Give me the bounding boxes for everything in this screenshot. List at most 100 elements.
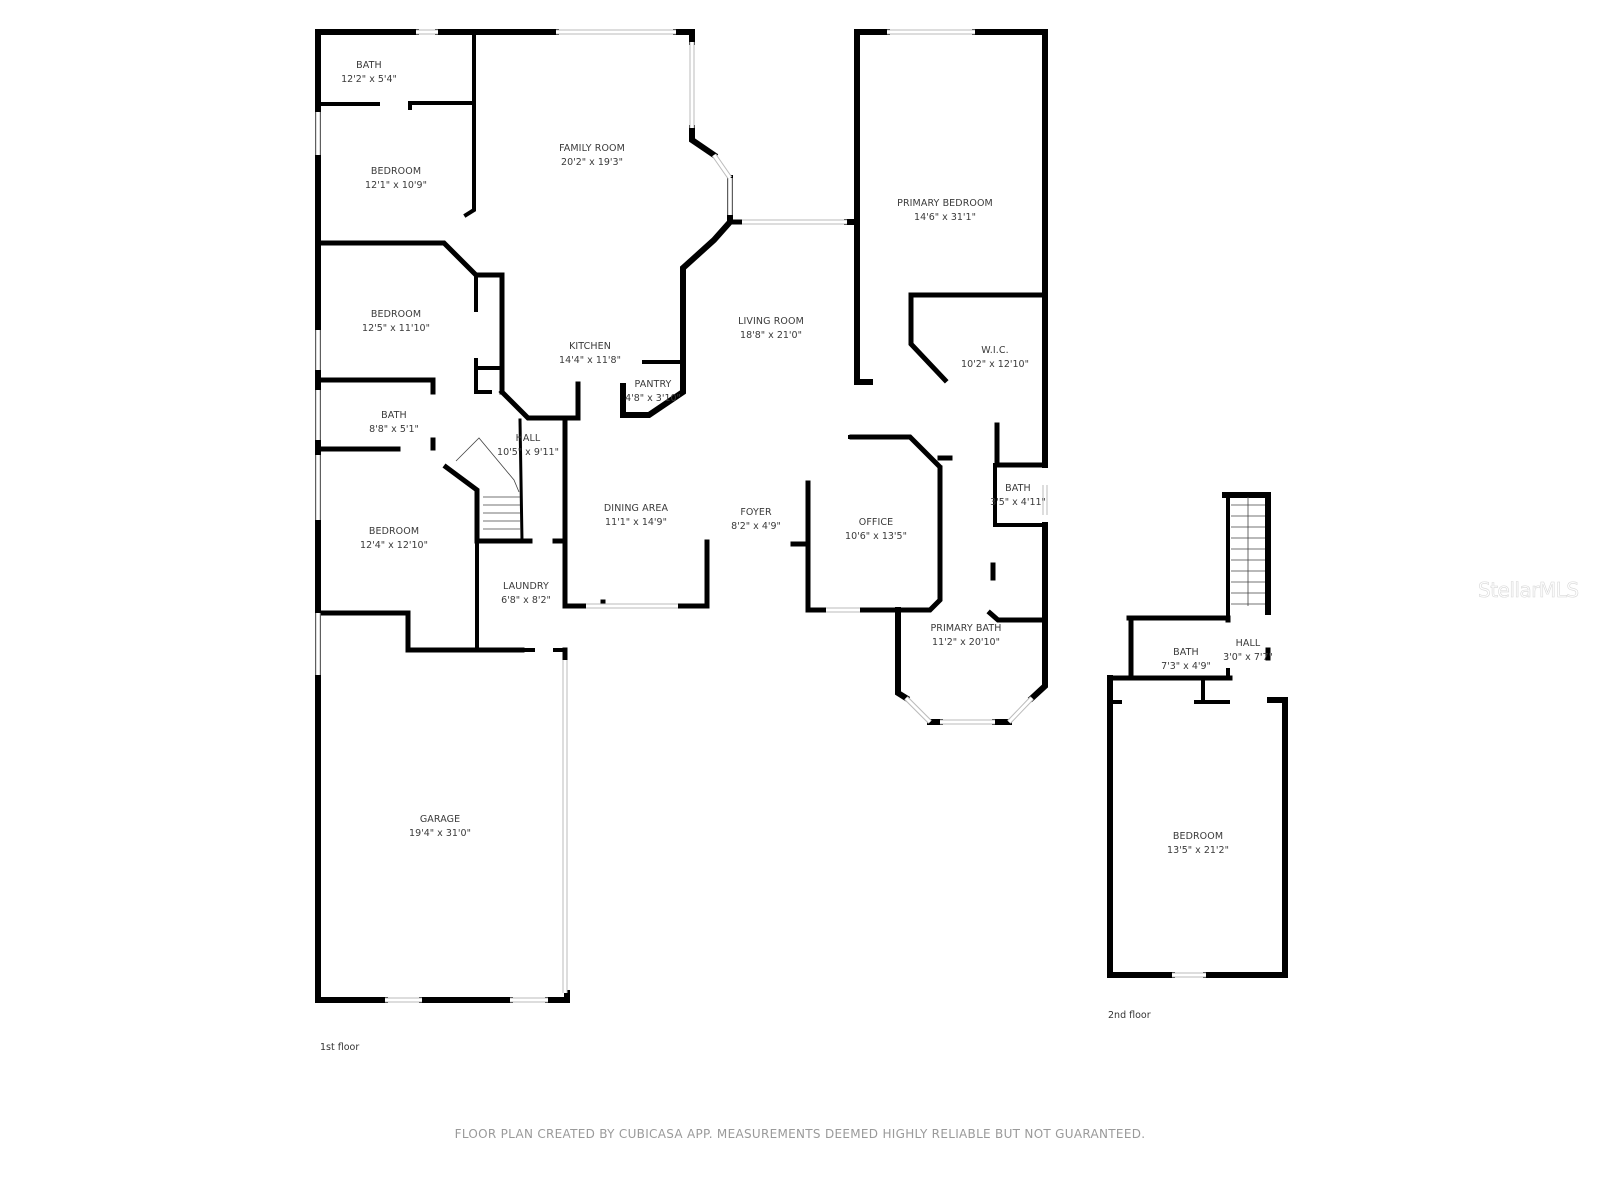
room-dimensions: 14'4" x 11'8" — [559, 355, 621, 366]
room-dimensions: 18'8" x 21'0" — [740, 330, 802, 341]
room-label: FOYER 8'2" x 4'9" — [731, 507, 781, 532]
room-dimensions: 14'6" x 31'1" — [914, 212, 976, 223]
wall-segment — [474, 358, 492, 394]
room-name: LIVING ROOM — [738, 316, 804, 327]
wall-segment — [315, 610, 525, 653]
floor-label-1st: 1st floor — [320, 1042, 360, 1053]
room-dimensions: 3'5" x 4'11" — [990, 497, 1046, 508]
wall-segment — [972, 29, 1048, 468]
wall-segment — [315, 672, 388, 1003]
floor-label-2nd: 2nd floor — [1108, 1010, 1151, 1021]
room-label: DINING AREA 11'1" x 14'9" — [604, 503, 669, 528]
wall-segment — [993, 463, 1047, 527]
room-name: BATH — [1005, 483, 1031, 494]
wall-segment — [315, 377, 436, 395]
room-label: BEDROOM 12'5" x 11'10" — [362, 309, 430, 334]
wall-segment — [1126, 615, 1231, 623]
window-fill — [712, 154, 732, 179]
watermark-logo: StellarMLS — [1478, 578, 1580, 603]
room-dimensions: 12'4" x 12'10" — [360, 540, 428, 551]
room-name: BEDROOM — [371, 166, 421, 177]
window-fill — [1007, 696, 1034, 724]
room-label: OFFICE 10'6" x 13'5" — [845, 517, 907, 542]
wall-segment — [545, 990, 570, 1003]
room-name: BEDROOM — [1173, 831, 1223, 842]
room-name: PRIMARY BEDROOM — [897, 198, 993, 209]
room-dimensions: 12'5" x 11'10" — [362, 323, 430, 334]
wall-segment — [1203, 697, 1288, 978]
wall-segment — [805, 480, 829, 613]
wall-segment — [908, 292, 949, 384]
stair-rail — [455, 437, 520, 493]
room-dimensions: 6'8" x 8'2" — [501, 595, 551, 606]
room-label: PRIMARY BEDROOM 14'6" x 31'1" — [897, 198, 993, 223]
room-label: BEDROOM 12'1" x 10'9" — [365, 166, 427, 191]
wall-segment — [442, 463, 480, 544]
wall-segment — [1222, 492, 1271, 615]
room-dimensions: 20'2" x 19'3" — [561, 157, 623, 168]
room-label: GARAGE 19'4" x 31'0" — [409, 814, 471, 839]
room-label: BATH 7'3" x 4'9" — [1161, 647, 1211, 672]
room-name: FAMILY ROOM — [559, 143, 625, 154]
wall-segment — [892, 465, 943, 613]
room-label: BEDROOM 13'5" x 21'2" — [1167, 831, 1229, 856]
wall-segment — [408, 30, 476, 110]
room-name: BEDROOM — [369, 526, 419, 537]
room-name: FOYER — [740, 507, 772, 518]
walls-layer — [315, 29, 1288, 1003]
room-name: HALL — [1236, 638, 1261, 649]
room-name: OFFICE — [859, 517, 893, 528]
room-label: KITCHEN 14'4" x 11'8" — [559, 341, 621, 366]
wall-segment — [689, 125, 719, 160]
stairs-layer — [455, 437, 1265, 606]
wall-segment — [315, 29, 419, 1003]
room-name: HALL — [516, 433, 541, 444]
windows-layer — [315, 29, 1206, 1003]
wall-segment — [849, 434, 943, 471]
room-dimensions: 10'6" x 13'5" — [845, 531, 907, 542]
wall-segment — [994, 422, 1048, 468]
room-dimensions: 10'2" x 12'10" — [961, 359, 1029, 370]
room-label: FAMILY ROOM 20'2" x 19'3" — [559, 143, 625, 168]
room-label: LAUNDRY 6'8" x 8'2" — [501, 581, 551, 606]
room-label: BATH 12'2" x 5'4" — [341, 60, 397, 85]
wall-segment — [1107, 675, 1175, 978]
room-name: LAUNDRY — [503, 581, 549, 592]
wall-segment — [1027, 522, 1048, 703]
room-dimensions: 12'2" x 5'4" — [341, 74, 397, 85]
wall-segment — [498, 381, 581, 421]
room-dimensions: 13'5" x 21'2" — [1167, 845, 1229, 856]
wall-segment — [854, 29, 873, 385]
room-dimensions: 19'4" x 31'0" — [409, 828, 471, 839]
room-labels-layer: BATH 12'2" x 5'4" FAMILY ROOM 20'2" x 19'3"… — [341, 60, 1273, 856]
wall-segment — [675, 539, 710, 609]
wall-segment — [463, 101, 476, 218]
room-name: BEDROOM — [371, 309, 421, 320]
room-name: BATH — [1173, 647, 1199, 658]
room-name: KITCHEN — [569, 341, 611, 352]
room-name: BATH — [381, 410, 407, 421]
room-dimensions: 4'8" x 3'10" — [625, 393, 681, 404]
room-dimensions: 11'2" x 20'10" — [932, 637, 1000, 648]
room-name: GARAGE — [420, 814, 460, 825]
room-label: BATH 3'5" x 4'11" — [990, 483, 1046, 508]
room-label: PRIMARY BATH 11'2" x 20'10" — [930, 623, 1001, 648]
room-dimensions: 11'1" x 14'9" — [605, 517, 667, 528]
room-name: PRIMARY BATH — [930, 623, 1001, 634]
room-dimensions: 8'2" x 4'9" — [731, 521, 781, 532]
disclaimer-footer: FLOOR PLAN CREATED BY CUBICASA APP. MEAS… — [454, 1127, 1146, 1141]
room-dimensions: 12'1" x 10'9" — [365, 180, 427, 191]
room-name: BATH — [356, 60, 382, 71]
wall-segment — [986, 609, 1048, 623]
room-label: LIVING ROOM 18'8" x 21'0" — [738, 316, 804, 341]
room-name: DINING AREA — [604, 503, 669, 514]
wall-segment — [518, 418, 524, 543]
room-label: W.I.C.10'2" x 12'10" — [961, 345, 1029, 370]
room-label: BEDROOM 12'4" x 12'10" — [360, 526, 428, 551]
room-dimensions: 7'3" x 4'9" — [1161, 661, 1211, 672]
